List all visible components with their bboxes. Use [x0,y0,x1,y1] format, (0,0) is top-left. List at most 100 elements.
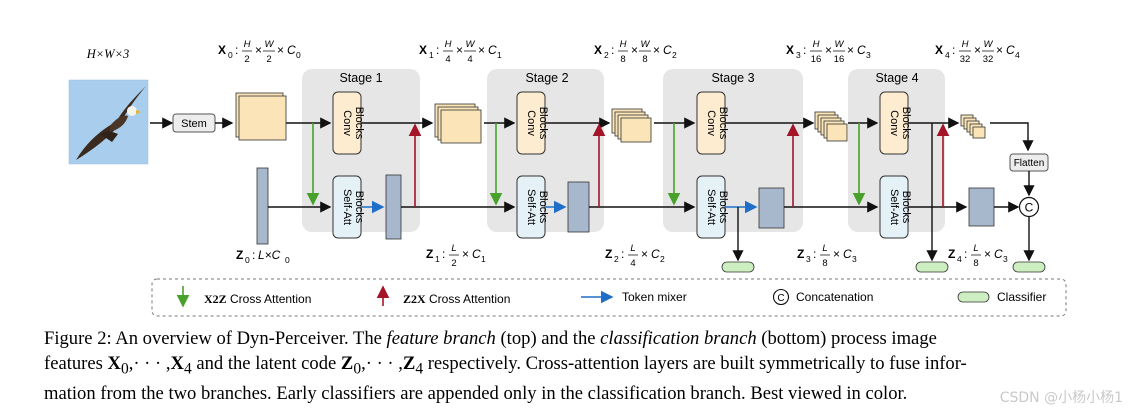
svg-text::: : [952,43,955,57]
svg-text:X: X [594,43,602,57]
svg-text:H: H [244,39,251,50]
svg-text:W: W [265,39,275,50]
svg-text:C: C [472,247,481,261]
z3-dim-label: Z 3 : L 8 × C 3 [797,243,857,269]
stage-1-label: Stage 1 [339,71,382,85]
svg-text:L: L [822,243,827,254]
x0-dim-label: X 0 : H 2 × W 2 × C 0 [218,39,301,65]
latent-z1-inner [385,174,402,240]
svg-text:3: 3 [866,50,871,60]
classifier-2 [915,261,949,273]
svg-text:4: 4 [957,254,962,264]
latent-z2-inner [567,181,590,233]
svg-text:Z: Z [426,247,433,261]
svg-text::: : [436,43,439,57]
svg-text:4: 4 [467,54,472,65]
svg-text:X: X [419,43,427,57]
svg-text:X: X [218,43,226,57]
svg-text:C: C [488,43,497,57]
svg-text::: : [813,247,816,261]
svg-text:×: × [631,43,638,57]
caption-line-2: features X0,· · · ,X4 and the latent cod… [44,352,967,378]
x3-dim-label: X 3 : H 16 × W 16 × C 3 [786,39,871,65]
svg-text:C: C [651,247,660,261]
caption-line-1: Figure 2: An overview of Dyn-Perceiver. … [44,328,937,349]
svg-text:3: 3 [796,50,801,60]
svg-text:0: 0 [285,255,290,265]
legend-x2z-label: X2Z Cross Attention [204,292,311,306]
svg-text:×: × [277,43,284,57]
svg-text:C: C [1006,43,1015,57]
x1-dim-label: X 1 : H 4 × W 4 × C 1 [419,39,502,65]
svg-text:2: 2 [660,254,665,264]
svg-text:×: × [825,43,832,57]
conv-blocks-2-label: ConvBlocks [525,107,549,140]
conv-blocks-3-label: ConvBlocks [705,107,729,140]
latent-z3-inner [758,187,785,229]
svg-text:Z: Z [605,247,612,261]
flatten-label: Flatten [1014,158,1045,169]
svg-text:1: 1 [497,50,502,60]
stem-label: Stem [181,118,207,130]
classifier-1 [721,261,755,273]
caption-line-3: mation from the two branches. Early clas… [44,382,908,404]
svg-text:1: 1 [429,50,434,60]
svg-text:W: W [835,39,845,50]
x4-to-flatten-arrow [990,122,1034,152]
z4-dim-label: Z 4 : L 8 × C 3 [948,243,1008,269]
svg-text::: : [252,248,255,262]
svg-text:16: 16 [834,54,845,65]
selfatt-blocks-1-label: Self-AttBlocks [341,189,365,225]
stage-2-label: Stage 2 [525,71,568,85]
z2-dim-label: Z 2 : L 4 × C 2 [605,243,665,269]
input-image [68,79,149,165]
svg-text:×: × [462,247,469,261]
svg-text:H: H [445,39,452,50]
svg-text::: : [964,247,967,261]
feature-map-x0 [235,92,287,141]
svg-text:C: C [843,247,852,261]
svg-text:X: X [786,43,794,57]
svg-text:H: H [813,39,820,50]
feature-map-x4 [960,114,986,139]
svg-text:C: C [994,247,1003,261]
feature-map-x1 [434,103,482,144]
svg-text:Z: Z [797,247,804,261]
svg-text:8: 8 [973,258,978,269]
svg-text:8: 8 [620,54,625,65]
svg-text::: : [442,247,445,261]
svg-text:0: 0 [228,50,233,60]
x2-dim-label: X 2 : H 8 × W 8 × C 2 [594,39,677,65]
svg-text:3: 3 [806,254,811,264]
legend-z2x-label: Z2X Cross Attention [403,292,510,306]
svg-text:×: × [847,43,854,57]
svg-text:L: L [451,243,456,254]
svg-text:1: 1 [435,254,440,264]
svg-text:8: 8 [822,258,827,269]
svg-text:16: 16 [811,54,822,65]
svg-text:1: 1 [481,254,486,264]
x4-dim-label: X 4 : H 32 × W 32 × C 4 [935,39,1020,65]
svg-text:C: C [857,43,866,57]
svg-text:×: × [984,247,991,261]
legend-classifier-icon [957,291,990,303]
svg-text:2: 2 [451,258,456,269]
svg-text::: : [235,43,238,57]
legend-token-mixer-label: Token mixer [622,290,687,304]
svg-text:0: 0 [296,50,301,60]
latent-z0 [256,167,269,245]
svg-text:L: L [973,243,978,254]
svg-text:0: 0 [245,255,250,265]
svg-text:Z: Z [236,248,243,262]
legend-concat-label: Concatenation [796,290,873,304]
svg-text:×: × [996,43,1003,57]
stage-4-label: Stage 4 [875,71,918,85]
svg-text:32: 32 [960,54,971,65]
svg-text:C: C [287,43,296,57]
concat-node [1018,196,1040,218]
selfatt-blocks-3-label: Self-AttBlocks [705,189,729,225]
svg-text:L: L [630,243,635,254]
svg-text:4: 4 [1015,50,1020,60]
svg-text:3: 3 [852,254,857,264]
